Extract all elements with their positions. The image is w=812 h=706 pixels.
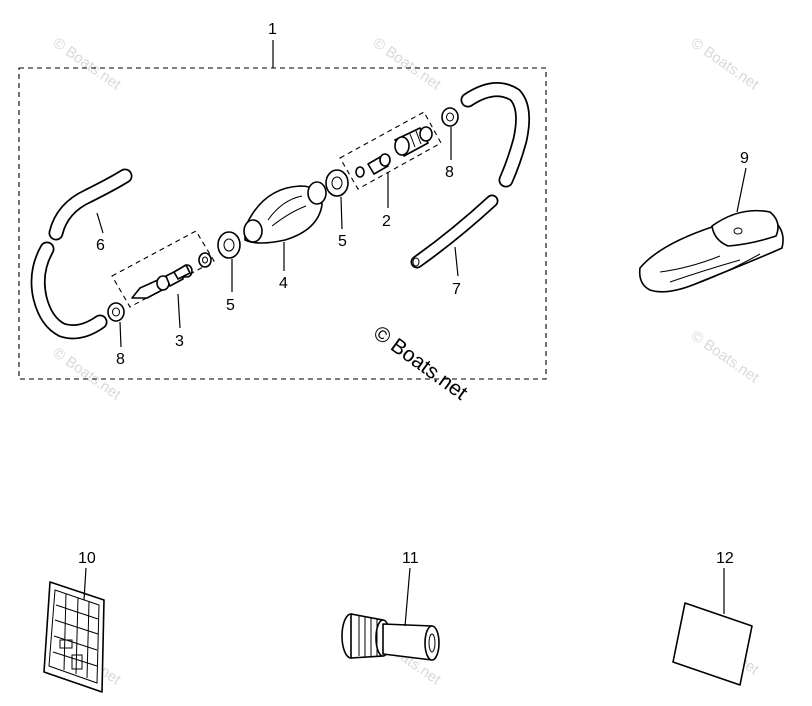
callout-8-left: 8: [116, 351, 125, 368]
leader-line-11: [404, 567, 411, 627]
hose-fitting-11: [341, 613, 440, 661]
callout-8-right: 8: [445, 164, 454, 181]
callout-7: 7: [452, 281, 461, 298]
callout-11: 11: [402, 550, 419, 567]
nut-8-right: [441, 107, 459, 127]
hose-6-lower: [30, 241, 108, 340]
check-valve-2: [355, 126, 433, 178]
callout-9: 9: [740, 150, 749, 167]
valve-group-2-frame: [339, 111, 442, 190]
hose-7: [410, 194, 499, 269]
callout-5-left: 5: [226, 297, 235, 314]
check-valve-3: [131, 252, 212, 299]
callout-3: 3: [175, 333, 184, 350]
storage-pouch-9: [638, 209, 784, 293]
washer-5-right: [325, 169, 349, 197]
leader-line-7: [454, 246, 459, 277]
callout-2: 2: [382, 213, 391, 230]
instruction-card-12: [672, 602, 753, 686]
callout-10: 10: [78, 550, 96, 567]
watermark-main: © Boats.net: [369, 321, 472, 404]
callout-6: 6: [96, 237, 105, 254]
callout-4: 4: [279, 275, 288, 292]
watermark-tile: © Boats.net: [370, 34, 445, 93]
watermark-tile: © Boats.net: [50, 344, 125, 403]
leader-line-5-right: [340, 196, 343, 230]
watermark-tile: © Boats.net: [50, 34, 125, 93]
decal-10: [43, 581, 105, 693]
hose-6-upper: [48, 168, 133, 241]
callout-1: 1: [268, 21, 277, 38]
watermark-tile: © Boats.net: [688, 327, 763, 386]
callout-5-right: 5: [338, 233, 347, 250]
leader-line-3: [177, 293, 181, 329]
leader-line-9: [736, 167, 747, 213]
primer-bulb-4: [243, 181, 327, 244]
hose-6-upper-right: [460, 82, 531, 188]
nut-8-left: [107, 302, 125, 322]
leader-line-6: [96, 212, 104, 234]
watermark-tile: © Boats.net: [688, 34, 763, 93]
valve-group-3-frame: [111, 230, 215, 308]
kit-frame: [18, 67, 547, 380]
callout-12: 12: [716, 550, 734, 567]
leader-line-8-left: [119, 321, 122, 348]
leader-line-10: [83, 567, 87, 601]
washer-5-left: [217, 231, 241, 259]
